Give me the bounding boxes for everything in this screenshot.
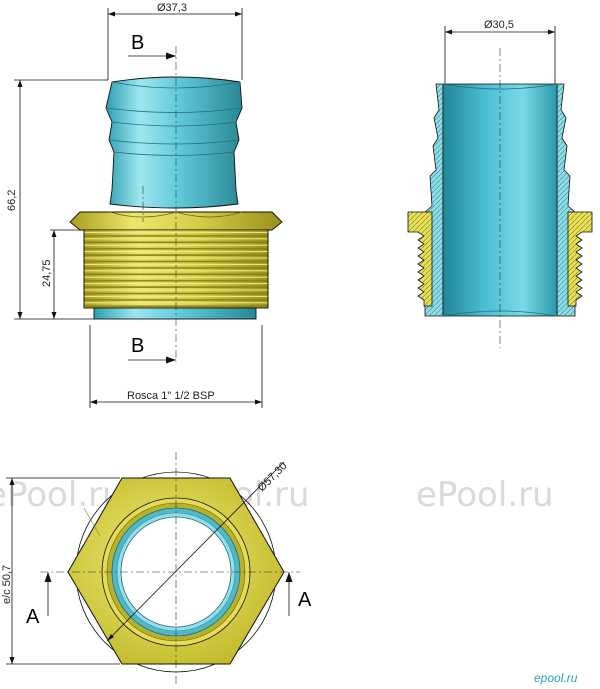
top-diameter-label: Ø37,3: [157, 2, 187, 14]
thread-spec-label: Rosca 1" 1/2 BSP: [127, 390, 215, 402]
section-view-dimensions: Ø30,5: [444, 19, 556, 84]
thread-height-label: 24,75: [41, 259, 53, 287]
front-view-dimensions: Ø37,3 66,2 24,75 Rosca 1" 1/2 BSP B B: [6, 2, 263, 408]
across-flats-label: e/c 50,7: [1, 565, 13, 604]
inner-diameter-label: Ø30,5: [484, 19, 514, 31]
watermark-text: ePool.ru: [0, 475, 124, 515]
watermark-text: ePool.ru: [416, 475, 554, 515]
hex-nut: [69, 211, 283, 231]
section-a-left-label: A: [26, 606, 40, 628]
nut-section-left: [407, 211, 433, 307]
top-view-dimensions: e/c 50,7 A A: [1, 477, 312, 665]
front-view: [69, 46, 283, 362]
corner-watermark: epool.ru: [534, 671, 578, 685]
section-a-right-label: A: [298, 589, 312, 611]
hose-barb: [105, 76, 243, 209]
nut-section-right: [567, 211, 593, 307]
section-view: [407, 48, 593, 348]
total-height-label: 66,2: [6, 190, 18, 211]
top-view: Ø57,30: [40, 452, 300, 684]
section-b-top-label: B: [131, 32, 144, 54]
bottom-lip: [93, 307, 257, 320]
section-b-bottom-label: B: [131, 335, 144, 357]
